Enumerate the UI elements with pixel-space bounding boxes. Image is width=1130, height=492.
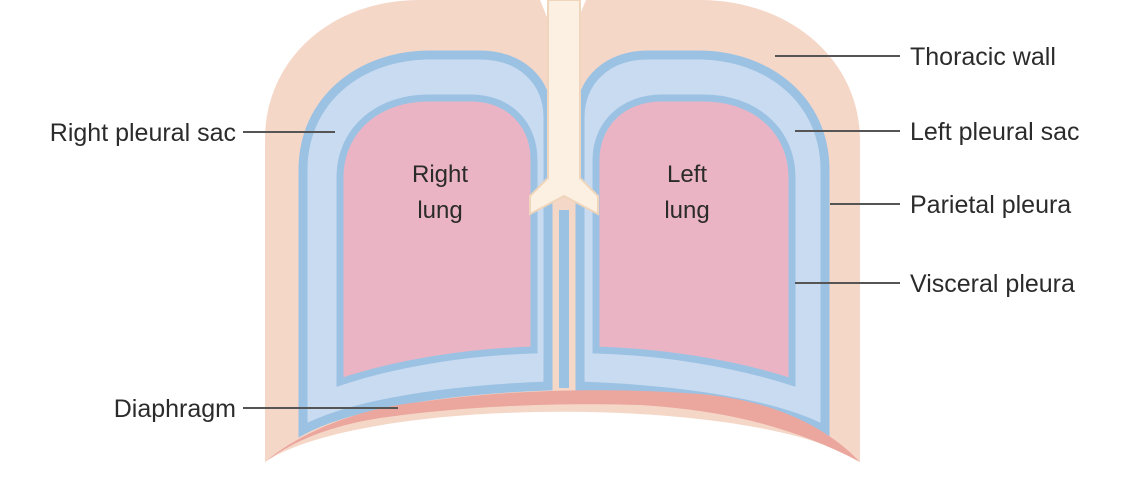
label-thoracic-wall: Thoracic wall: [910, 43, 1056, 71]
label-right-lung-line1: Right: [412, 161, 468, 188]
right-lung: [340, 98, 534, 382]
label-left-lung-line2: lung: [664, 197, 709, 224]
left-lung: [596, 98, 792, 382]
label-parietal-pleura: Parietal pleura: [910, 191, 1071, 219]
label-right-lung-line2: lung: [417, 197, 462, 224]
label-diaphragm: Diaphragm: [114, 395, 236, 423]
label-visceral-pleura: Visceral pleura: [910, 270, 1075, 298]
label-left-pleural-sac: Left pleural sac: [910, 118, 1080, 146]
label-right-pleural-sac: Right pleural sac: [50, 119, 236, 147]
label-left-lung-line1: Left: [667, 161, 707, 188]
